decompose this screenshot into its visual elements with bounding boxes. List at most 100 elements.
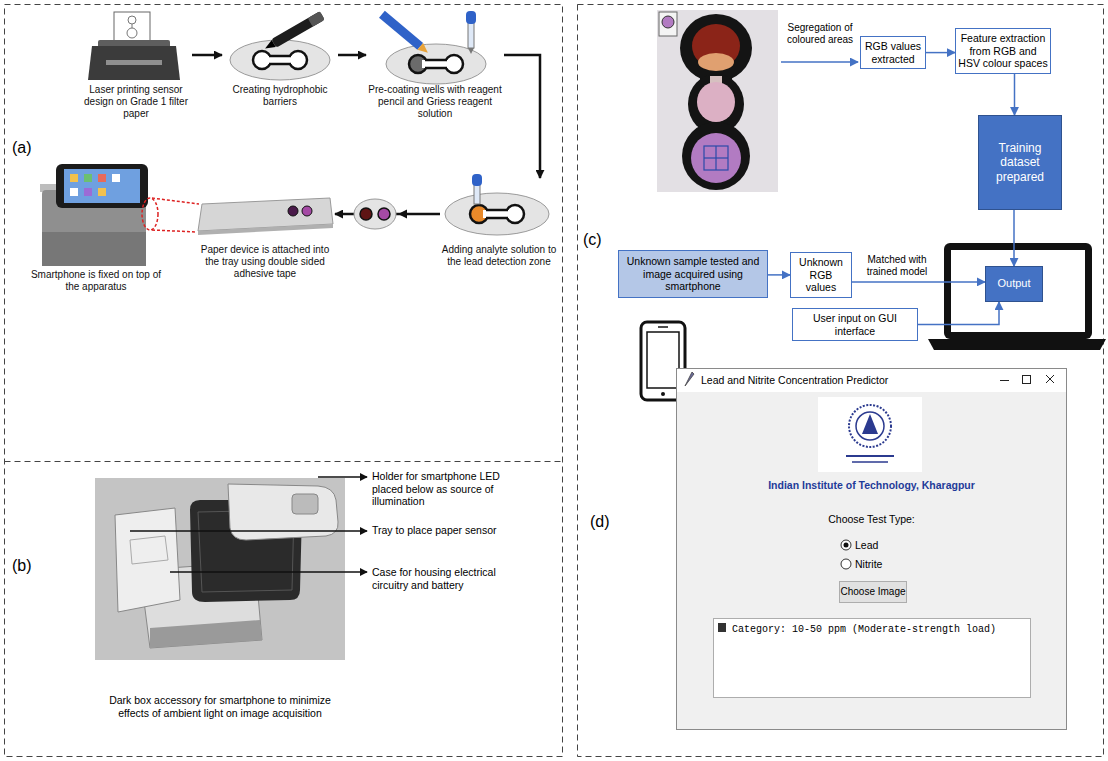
window-icon xyxy=(685,372,694,386)
dropper-bulb xyxy=(472,174,482,186)
printer-slot xyxy=(106,60,162,65)
panel-label: (b) xyxy=(12,556,32,575)
result-textbox: Category: 10-50 ppm (Moderate-strength l… xyxy=(713,618,1031,698)
textbox-icon xyxy=(718,623,726,632)
step-caption: Creating hydrophobic barriers xyxy=(222,84,338,108)
minimize-control xyxy=(1000,380,1009,381)
gui-button: Choose Image xyxy=(839,581,907,603)
petri-dish xyxy=(386,44,486,84)
barrier-channel xyxy=(422,60,450,68)
pencil-tip xyxy=(417,43,430,56)
result-text: Category: 10-50 ppm (Moderate-strength l… xyxy=(732,624,1024,636)
barrier-channel xyxy=(266,56,294,64)
leader-arrow xyxy=(170,571,367,572)
render-background xyxy=(95,478,345,660)
logo-emblem xyxy=(862,414,878,434)
step-illustration: Pre-coating wells with reagent pencil an… xyxy=(366,8,504,120)
leader-arrow xyxy=(130,530,367,531)
pen-body xyxy=(271,11,324,48)
textbox-background xyxy=(713,618,1031,698)
logo-panel xyxy=(818,397,922,472)
process-text: Unknown RGB values xyxy=(793,256,849,294)
maximize-control xyxy=(1023,376,1031,384)
step-illustration: Laser printing sensor design on Grade 1 … xyxy=(80,10,192,120)
panel-divider xyxy=(5,461,563,462)
process-box-filled: Training dataset prepared xyxy=(978,115,1062,210)
window-background xyxy=(676,368,1067,730)
barrier-line xyxy=(425,67,447,70)
dropper-bulb xyxy=(466,11,476,24)
barrier-line xyxy=(425,59,447,62)
step-illustration: Adding analyte solution to the lead dete… xyxy=(440,178,558,268)
inset-zone xyxy=(662,16,674,28)
close-control xyxy=(1046,375,1054,383)
process-text: User input on GUI interface xyxy=(795,312,915,337)
sample-cross xyxy=(704,157,728,158)
pen-tip xyxy=(263,40,276,52)
sensor-print xyxy=(132,24,133,28)
tray-slot xyxy=(130,536,168,564)
app-icon xyxy=(70,174,78,182)
petri-dish xyxy=(230,40,330,80)
tray-edge xyxy=(198,224,333,235)
pencil-body xyxy=(379,11,423,50)
phone-icon-speaker xyxy=(658,326,668,328)
phone-icon-button xyxy=(661,392,665,396)
radio-button xyxy=(841,559,851,569)
barrier-line xyxy=(269,55,291,58)
flow-arrow xyxy=(918,302,999,325)
figure-caption: Dark box accessory for smartphone to min… xyxy=(95,694,345,719)
button-text: Choose Image xyxy=(840,582,906,602)
reagent-pencil xyxy=(379,11,431,56)
dropper-tube xyxy=(468,22,474,48)
smartphone xyxy=(56,164,148,208)
step-caption: Adding analyte solution to the lead dete… xyxy=(440,244,558,268)
app-icon xyxy=(112,174,120,182)
logo-motto-mark xyxy=(846,455,894,457)
app-icon xyxy=(98,174,106,182)
sample-square xyxy=(704,146,728,170)
step-caption: Pre-coating wells with reagent pencil an… xyxy=(366,84,504,120)
photo-inset xyxy=(659,12,677,36)
process-text: Feature extraction from RGB and HSV colo… xyxy=(958,32,1048,70)
step-illustration: Smartphone is fixed on top of the appara… xyxy=(28,163,164,293)
app-icon xyxy=(84,174,92,182)
dark-box-front xyxy=(42,232,146,266)
panel-label: (d) xyxy=(590,512,610,531)
arrow-label: Segregation of coloured areas xyxy=(782,22,858,46)
radio-label: Lead xyxy=(855,539,878,552)
middle-zone-colour xyxy=(697,82,735,122)
flow-arrow xyxy=(1014,74,1016,115)
callout-text: Case for housing electrical circuitry an… xyxy=(372,566,517,591)
app-icon xyxy=(84,188,92,196)
process-box: Unknown RGB values xyxy=(790,252,852,298)
paper-device-zone xyxy=(288,206,298,216)
result-zone xyxy=(378,208,390,220)
dropper-tube xyxy=(474,184,480,204)
radio-label: Nitrite xyxy=(855,558,882,571)
step-caption: Paper device is attached into the tray u… xyxy=(195,244,335,280)
flow-arrow xyxy=(192,54,222,57)
app-icon xyxy=(70,188,78,196)
flow-arrow xyxy=(926,52,955,54)
panel-label: (a) xyxy=(12,138,32,157)
panel-label: (c) xyxy=(583,230,602,249)
laptop-base xyxy=(928,339,1106,350)
barrier-line xyxy=(269,63,291,66)
logo-emblem xyxy=(856,412,884,440)
radio-button xyxy=(841,540,851,550)
result-zone xyxy=(360,208,372,220)
process-box: Feature extraction from RGB and HSV colo… xyxy=(955,28,1051,74)
nitrite-zone-colour xyxy=(691,133,741,183)
barrier-line xyxy=(486,209,508,212)
case-band xyxy=(150,620,262,648)
step-illustration: Creating hydrophobic barriers xyxy=(222,10,338,108)
sensor-print xyxy=(128,16,136,24)
panel-frame xyxy=(578,5,1104,757)
window-title: Lead and Nitrite Concentration Predictor xyxy=(701,374,888,387)
flow-arrow xyxy=(852,281,985,283)
panel-frame xyxy=(5,5,563,757)
process-box: User input on GUI interface xyxy=(792,308,918,341)
